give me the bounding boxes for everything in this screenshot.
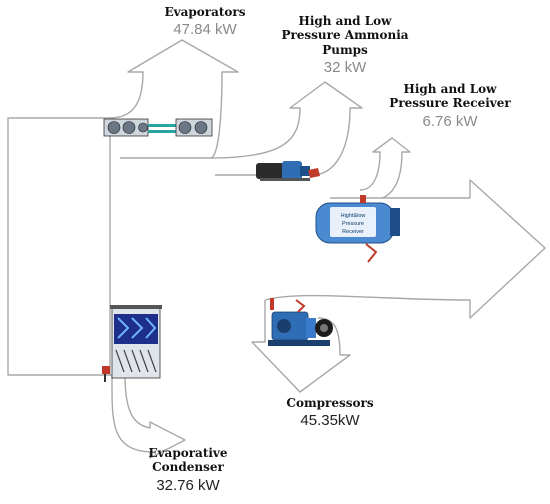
evaporative-condenser-icon [102, 305, 162, 382]
compressor-icon [268, 298, 333, 346]
receiver-value: 6.76 kW [422, 112, 478, 130]
evaporators-value: 47.84 kW [173, 21, 237, 39]
receiver-tank-label-1: Hight&low [341, 213, 366, 219]
receiver-name: High and Low Pressure Receiver [389, 82, 511, 111]
evaporators-label: Evaporators 47.84 kW [135, 5, 275, 39]
compressors-value: 45.35kW [300, 412, 360, 430]
ammonia-pump-icon [256, 161, 320, 181]
pumps-name: High and Low Pressure Ammonia Pumps [281, 14, 409, 57]
pumps-flow-arrow [209, 81, 363, 176]
evaporator-units-icon [103, 118, 213, 137]
pumps-value: 32 kW [323, 59, 367, 77]
receiver-tank-label-3: Receiver [342, 229, 364, 235]
compressors-label: Compressors 45.35kW [270, 396, 390, 430]
output-flow-arrow [264, 179, 546, 319]
evaporators-flow-arrow [109, 39, 239, 159]
compressors-name: Compressors [286, 396, 374, 410]
evaporators-name: Evaporators [164, 5, 246, 19]
condenser-flow-arrow [110, 374, 186, 459]
input-flow-band [7, 117, 111, 376]
receiver-flow-arrow [359, 137, 411, 201]
receiver-tank-icon: Hight&low Pressure Receiver [315, 195, 400, 263]
condenser-value: 32.76 kW [156, 476, 220, 494]
pumps-label: High and Low Pressure Ammonia Pumps 32 k… [270, 14, 420, 77]
receiver-label: High and Low Pressure Receiver 6.76 kW [385, 82, 515, 131]
condenser-name: Evaporative Condenser [148, 446, 228, 475]
receiver-tank-label-2: Pressure [342, 221, 364, 227]
condenser-label: Evaporative Condenser 32.76 kW [128, 446, 248, 495]
